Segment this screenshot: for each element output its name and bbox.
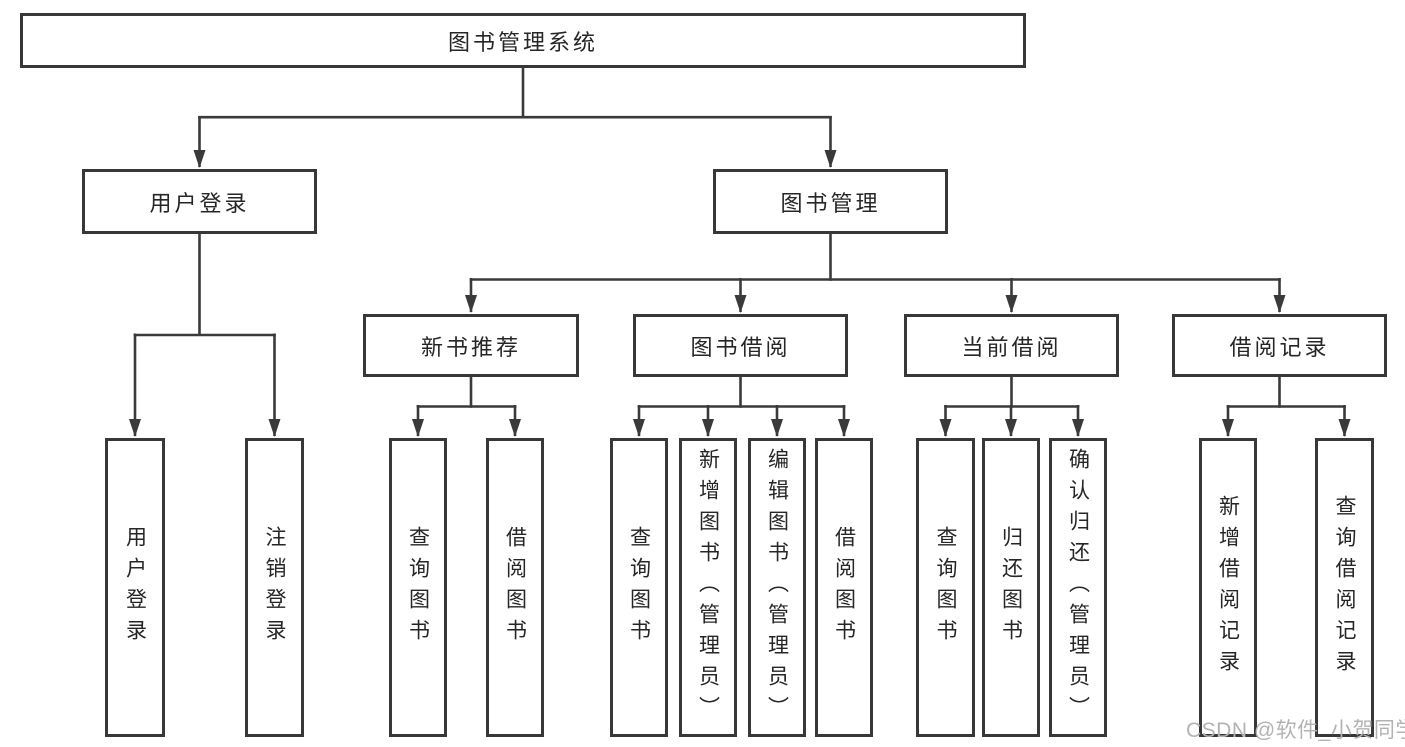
leaf-query-borrow-record: 查询借阅记录 [1315, 438, 1374, 737]
leaf-query-books-borrowing: 查询图书 [610, 438, 668, 737]
node-book-borrowing: 图书借阅 [633, 314, 848, 377]
node-root: 图书管理系统 [20, 13, 1026, 68]
leaf-add-book-admin: 新增图书（管理员） [679, 438, 737, 737]
leaf-return-book: 归还图书 [982, 438, 1040, 737]
leaf-query-books-recommend: 查询图书 [389, 438, 447, 737]
leaf-borrow-books-borrowing: 借阅图书 [815, 438, 873, 737]
node-book-management: 图书管理 [713, 169, 948, 234]
node-user-login: 用户登录 [82, 169, 317, 234]
node-new-book-recommend: 新书推荐 [363, 314, 579, 377]
watermark: CSDN @软件_小贺同学 [1186, 719, 1405, 742]
node-current-borrowing: 当前借阅 [904, 314, 1119, 377]
leaf-borrow-books-recommend: 借阅图书 [486, 438, 544, 737]
leaf-edit-book-admin: 编辑图书（管理员） [748, 438, 806, 737]
node-borrow-records: 借阅记录 [1172, 314, 1387, 377]
leaf-user-login: 用户登录 [105, 438, 165, 737]
leaf-logout: 注销登录 [245, 438, 304, 737]
leaf-add-borrow-record: 新增借阅记录 [1199, 438, 1257, 737]
leaf-query-books-current: 查询图书 [916, 438, 975, 737]
leaf-confirm-return-admin: 确认归还（管理员） [1049, 438, 1107, 737]
